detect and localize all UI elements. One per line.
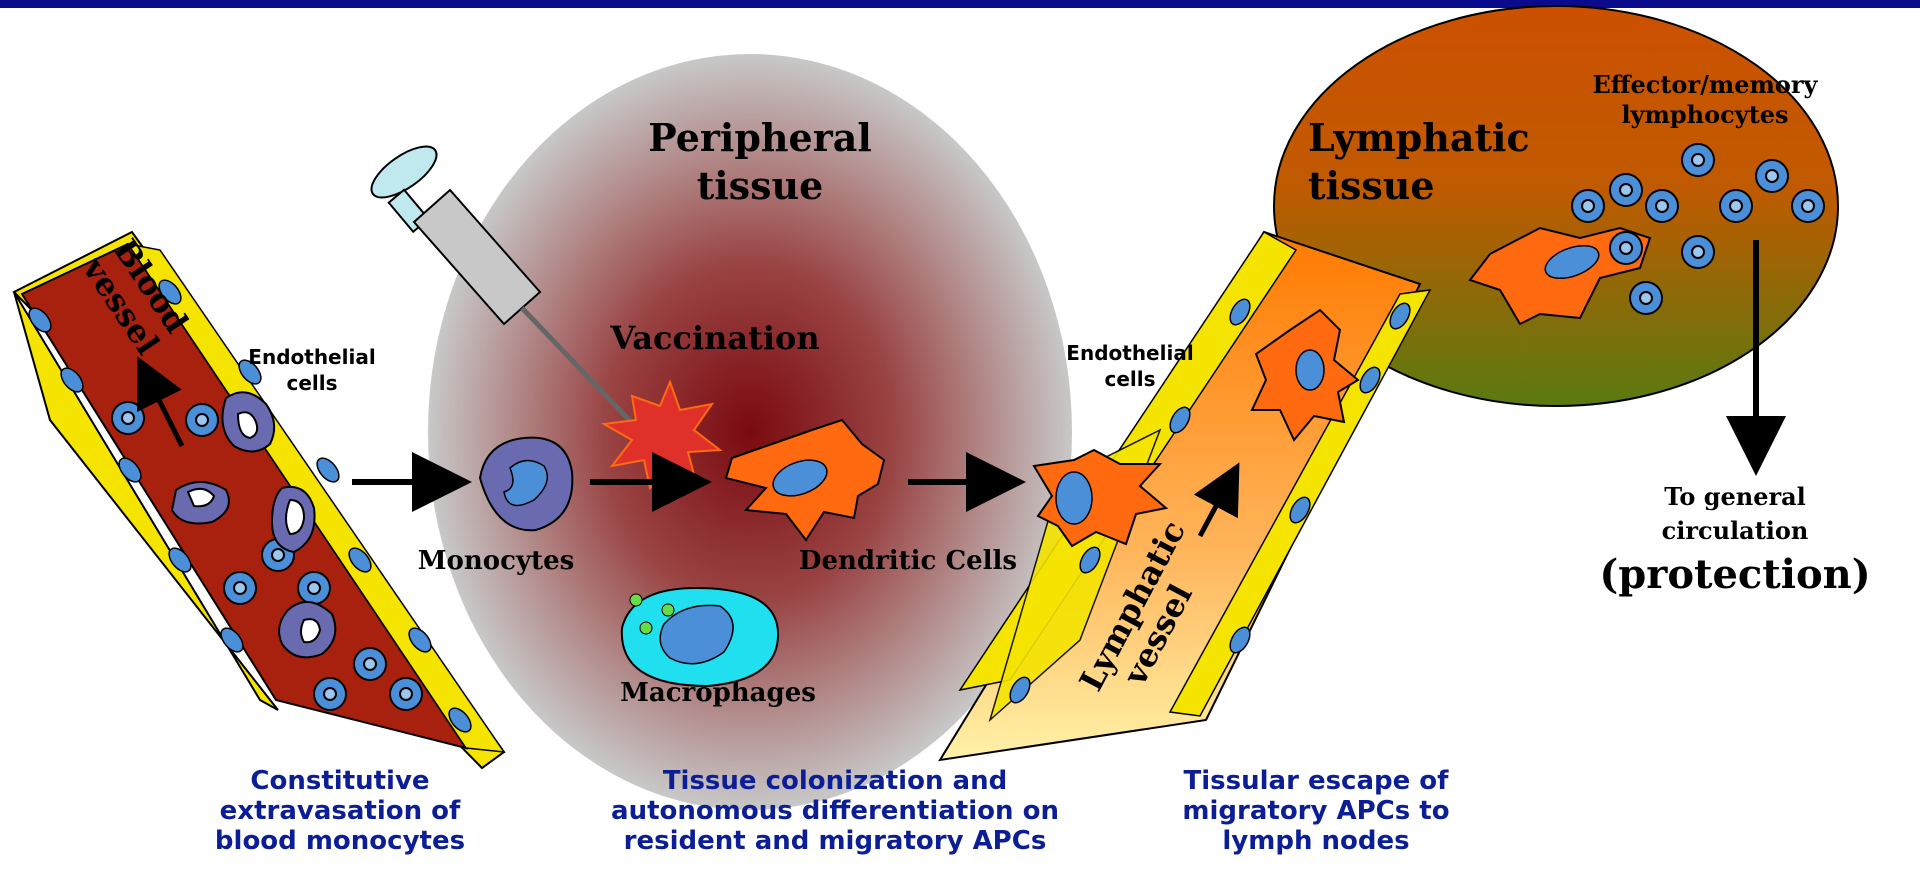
caption-extravasation: Constitutive extravasation of blood mono… bbox=[200, 766, 480, 856]
to-general-circulation-label: To general circulation bbox=[1640, 480, 1830, 548]
endothelial-left-label: Endothelial cells bbox=[232, 344, 392, 396]
monocytes-label: Monocytes bbox=[406, 548, 586, 575]
effector-memory-label: Effector/memory lymphocytes bbox=[1560, 70, 1850, 130]
endothelial-right-label: Endothelial cells bbox=[1050, 340, 1210, 392]
caption-colonization: Tissue colonization and autonomous diffe… bbox=[590, 766, 1080, 856]
blood-vessel bbox=[14, 232, 504, 768]
vaccination-label: Vaccination bbox=[600, 322, 830, 356]
dendritic-cells-label: Dendritic Cells bbox=[788, 548, 1028, 575]
caption-escape: Tissular escape of migratory APCs to lym… bbox=[1166, 766, 1466, 856]
lymphatic-tissue-label: Lymphatic tissue bbox=[1308, 114, 1548, 210]
protection-label: (protection) bbox=[1590, 554, 1880, 596]
macrophage-cell bbox=[622, 588, 778, 686]
macrophages-label: Macrophages bbox=[608, 680, 828, 707]
peripheral-tissue-label: Peripheral tissue bbox=[630, 114, 890, 210]
